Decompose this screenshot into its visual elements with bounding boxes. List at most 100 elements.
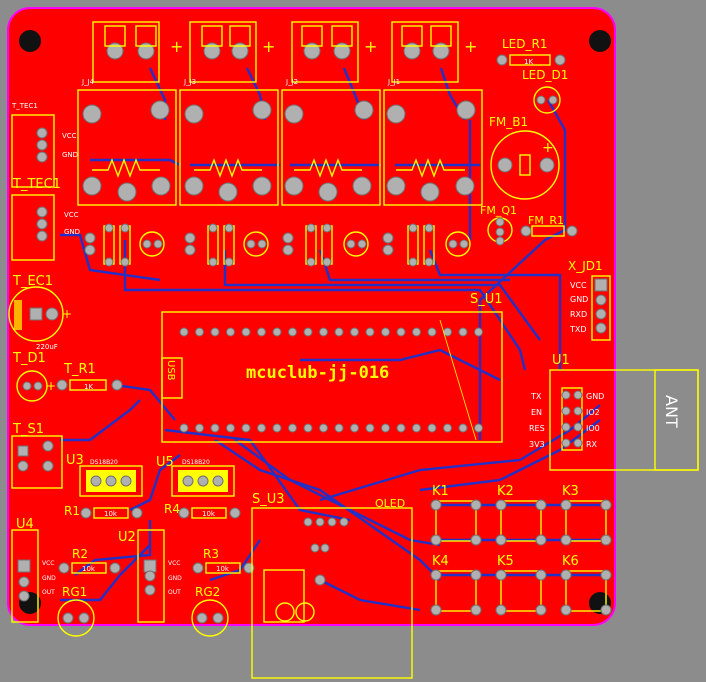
pad-icon — [427, 327, 437, 337]
pad-icon — [210, 423, 220, 433]
label-r1: R1 — [64, 504, 80, 518]
label-usb: USB — [165, 360, 176, 381]
buzzer-plus: + — [542, 140, 554, 156]
pad-icon — [195, 423, 204, 433]
pad-icon — [288, 423, 297, 433]
pad-icon — [381, 423, 390, 433]
label-t-d1: T_D1 — [12, 351, 46, 366]
label-led-r1: LED_R1 — [502, 37, 547, 51]
oled-module — [251, 507, 413, 679]
pad-icon — [350, 327, 359, 337]
photo-rg1 — [57, 599, 95, 637]
label-t-tec1-small: T_TEC1 — [11, 102, 38, 110]
label-t-tec1: T_TEC1 — [12, 177, 61, 192]
label-rg1: RG1 — [62, 585, 87, 599]
pad-icon — [241, 327, 251, 337]
tdiode-plus: + — [46, 379, 56, 393]
key-label: K6 — [562, 554, 579, 569]
pad-icon — [179, 423, 189, 433]
fm-transistor — [487, 217, 513, 246]
label-u4: U4 — [16, 517, 34, 532]
relay-1 — [77, 89, 177, 206]
ds18b20-u3 — [79, 465, 143, 497]
label-fm-b1: FM_B1 — [489, 115, 528, 129]
resistor-r1 — [80, 507, 143, 519]
u4-gnd: GND — [42, 575, 56, 582]
buzzer — [490, 130, 560, 200]
pad-icon — [334, 423, 344, 433]
pad-icon — [396, 327, 406, 337]
pad-icon — [303, 423, 313, 433]
label-r4: R4 — [164, 502, 180, 516]
driver-row — [84, 223, 471, 267]
pad-icon — [412, 327, 421, 337]
led-diode — [533, 86, 561, 114]
esp-pin-tx: TX — [530, 392, 542, 401]
key-label: K2 — [497, 484, 514, 499]
pad-icon — [443, 423, 452, 433]
terminal-block-2 — [189, 21, 257, 83]
pad-icon — [458, 327, 468, 337]
label-oled: OLED — [375, 497, 405, 510]
pad-icon — [303, 327, 313, 337]
u4-vcc: VCC — [42, 560, 54, 567]
resistor-r4 — [178, 507, 241, 519]
pad-icon — [257, 327, 266, 337]
tec-sensor — [11, 194, 55, 261]
pad-icon — [257, 423, 266, 433]
pad-icon — [427, 423, 437, 433]
label-x-jd1: X_JD1 — [568, 259, 603, 273]
tec-gnd-2: GND — [64, 228, 80, 236]
r3-value: 10k — [216, 565, 230, 573]
pad-icon — [458, 423, 468, 433]
serial-header — [591, 275, 611, 341]
sensor-u4 — [11, 529, 39, 623]
mounting-hole-icon — [589, 30, 611, 52]
key-switch: K3 — [560, 484, 612, 546]
u4-out: OUT — [42, 589, 55, 596]
label-fm-r1: FM_R1 — [528, 214, 564, 227]
esp-pin-3v3: 3V3 — [529, 440, 545, 449]
cap-value: 220uF — [36, 343, 58, 351]
terminal-block-4 — [391, 21, 459, 83]
pad-icon — [396, 423, 406, 433]
pad-icon — [226, 423, 235, 433]
esp-pin-res: RES — [529, 424, 545, 433]
pad-icon — [272, 423, 282, 433]
u2-out: OUT — [168, 589, 181, 596]
u2-gnd: GND — [168, 575, 182, 582]
label-fm-q1: FM_Q1 — [480, 204, 517, 217]
tdiode — [16, 370, 48, 402]
esp-pin-gnd: GND — [586, 392, 604, 401]
pad-icon — [179, 327, 189, 337]
plus-mark-3: + — [364, 37, 377, 56]
r2-value: 10k — [82, 565, 96, 573]
relay-2 — [179, 89, 279, 206]
tswitch — [11, 435, 63, 489]
xjd1-pin-vcc: VCC — [570, 281, 587, 290]
mounting-hole-icon — [19, 30, 41, 52]
pad-icon — [241, 423, 251, 433]
label-ant: ANT — [662, 395, 681, 428]
resistor-r2 — [58, 562, 121, 574]
terminal-block-3 — [291, 21, 359, 83]
key-label: K1 — [432, 484, 449, 499]
tec-vcc-1: VCC — [62, 132, 77, 140]
pad-icon — [272, 327, 282, 337]
tresistor — [56, 379, 123, 391]
cap-plus: + — [62, 307, 72, 321]
esp-pin-io2: IO2 — [586, 408, 600, 417]
relay-label-2: J_J3 — [183, 78, 196, 86]
led-r1-value: 1K — [524, 58, 533, 66]
pad-icon — [226, 327, 235, 337]
label-s-u3: S_U3 — [252, 492, 285, 507]
u2-vcc: VCC — [168, 560, 180, 567]
key-label: K3 — [562, 484, 579, 499]
pad-icon — [210, 327, 220, 337]
key-switch: K4 — [430, 554, 482, 616]
label-u2: U2 — [118, 530, 136, 545]
key-switch: K5 — [495, 554, 547, 616]
xjd1-pin-txd: TXD — [569, 325, 587, 334]
